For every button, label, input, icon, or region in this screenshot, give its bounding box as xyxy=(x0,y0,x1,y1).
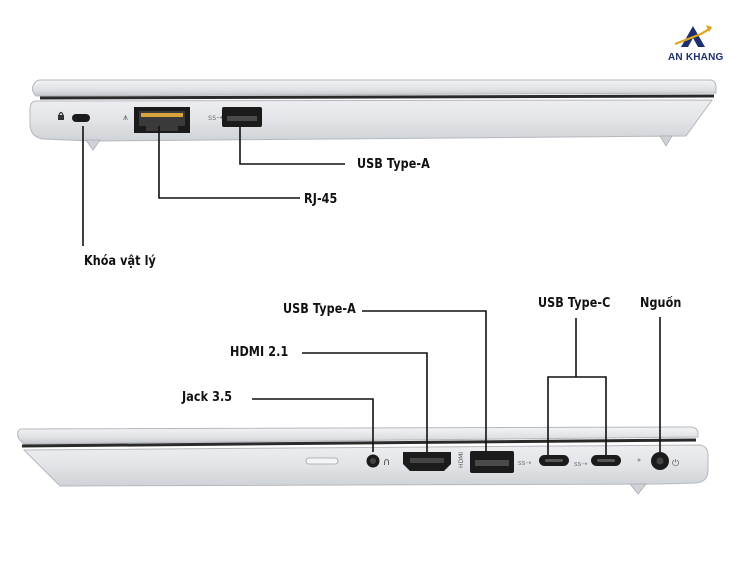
laptop-lid-bottom xyxy=(17,426,699,445)
rj45-port xyxy=(134,107,190,133)
label-usb-a-bottom: USB Type-A xyxy=(283,302,356,317)
hdmi-port xyxy=(403,452,451,471)
status-led xyxy=(637,458,641,462)
brand-logo xyxy=(674,25,712,47)
brand-name: AN KHANG xyxy=(668,52,724,63)
usb-c-port-2 xyxy=(591,455,621,466)
usb-a-port-right xyxy=(470,451,514,473)
laptop-right-side-view: ∩ HDMI ss⇢ ss⇢ ⏻ xyxy=(17,310,709,495)
security-lock-slot xyxy=(72,114,90,122)
label-rj45: RJ-45 xyxy=(304,192,338,207)
label-usb-a-top: USB Type-A xyxy=(357,157,430,172)
laptop-left-side-view: ⩚ ss⇢ xyxy=(29,79,717,246)
label-hdmi: HDMI 2.1 xyxy=(230,345,289,360)
usb-ss-icon: ss⇢ xyxy=(208,113,223,122)
usb-c-ss-icon: ss⇢ xyxy=(574,460,587,468)
label-jack: Jack 3.5 xyxy=(182,390,233,405)
network-icon: ⩚ xyxy=(123,113,128,123)
label-power: Nguồn xyxy=(640,296,682,311)
headphone-icon: ∩ xyxy=(383,457,390,468)
audio-jack-port xyxy=(366,454,380,468)
laptop-base-top xyxy=(29,99,713,142)
label-usb-c: USB Type-C xyxy=(538,296,611,311)
lock-icon xyxy=(58,111,64,120)
power-plug-icon: ⏻ xyxy=(672,458,679,469)
vent-slot xyxy=(305,457,339,465)
label-lock: Khóa vật lý xyxy=(84,254,156,269)
usb-ss-icon-right: ss⇢ xyxy=(518,459,531,467)
hdmi-icon: HDMI xyxy=(458,452,465,468)
laptop-base-bottom xyxy=(22,444,709,487)
usb-c-port-1 xyxy=(539,455,569,466)
usb-a-port-left xyxy=(222,107,262,127)
power-port xyxy=(651,452,669,470)
laptop-lid-top xyxy=(31,79,717,97)
